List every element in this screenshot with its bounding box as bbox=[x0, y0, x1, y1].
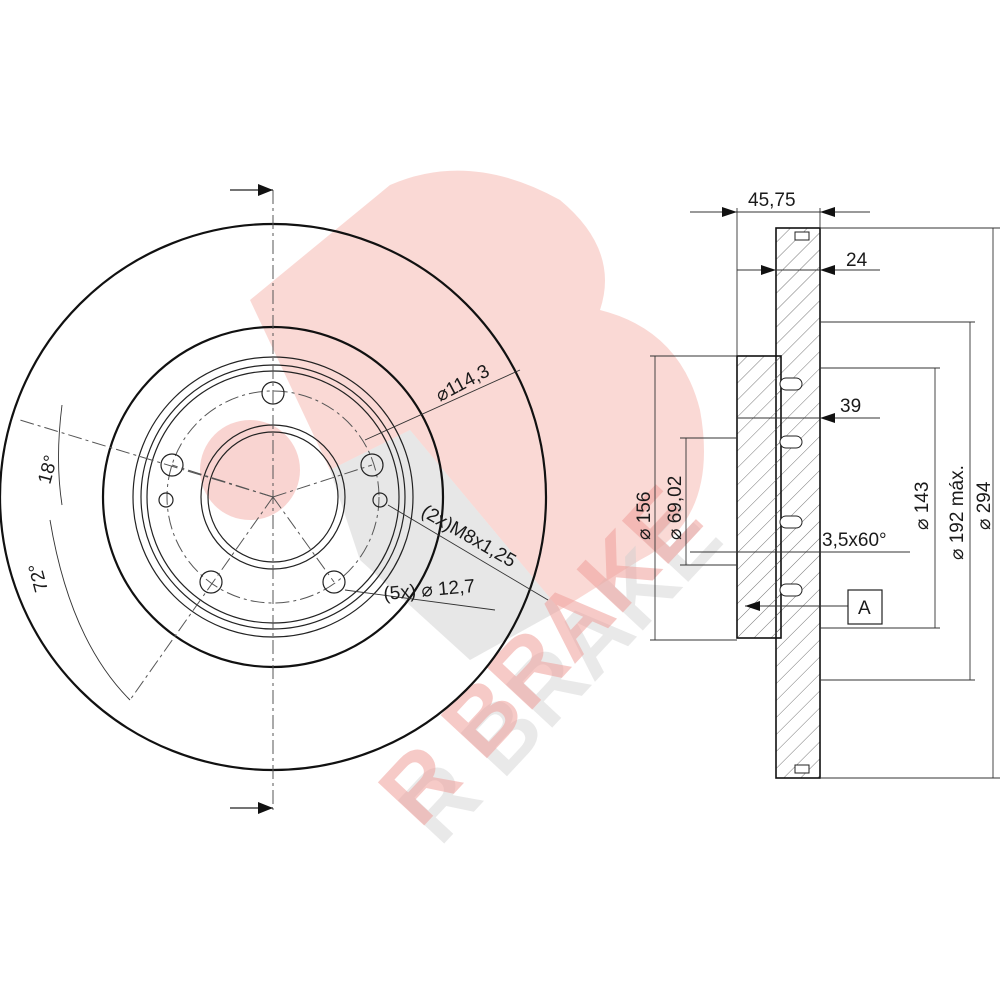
arrow-24-left bbox=[761, 265, 776, 275]
watermark-logo-dot bbox=[200, 420, 300, 520]
arrow-45-75-right bbox=[820, 207, 835, 217]
watermark-logo-shadow bbox=[330, 430, 560, 660]
section-arrowhead-bottom bbox=[258, 802, 273, 814]
vent-slot bbox=[779, 435, 803, 449]
leader-thread bbox=[387, 504, 549, 601]
watermark-logo-shape bbox=[250, 170, 704, 610]
vent-slot bbox=[779, 377, 803, 391]
vent-slot bbox=[779, 583, 803, 597]
angle-arc-18 bbox=[58, 404, 63, 506]
bolt-hole-3 bbox=[322, 570, 346, 594]
arrow-45-75-left bbox=[722, 207, 737, 217]
label-total-height: 45,75 bbox=[748, 190, 796, 211]
radial-line-2 bbox=[272, 464, 373, 498]
friction-ring-section bbox=[775, 227, 821, 779]
hub-bore bbox=[207, 431, 339, 563]
angle-arc-72 bbox=[49, 519, 131, 701]
arrow-39-right bbox=[820, 413, 835, 423]
label-dia-156: ⌀ 156 bbox=[634, 492, 655, 540]
label-dia-143: ⌀ 143 bbox=[912, 482, 933, 530]
label-angle-72: 72° bbox=[25, 561, 53, 594]
label-dia-294: ⌀ 294 bbox=[974, 481, 995, 530]
pcd-circle bbox=[166, 390, 380, 604]
bolt-hole-2 bbox=[360, 453, 384, 477]
label-ref-a: A bbox=[858, 598, 871, 619]
label-dia-69: ⌀ 69,02 bbox=[665, 476, 686, 540]
radial-line-3 bbox=[272, 496, 335, 583]
label-dia-192: ⌀ 192 máx. bbox=[947, 465, 968, 560]
thread-hole-2 bbox=[158, 492, 174, 508]
bolt-hole-4 bbox=[199, 570, 223, 594]
thread-hole-1 bbox=[372, 492, 388, 508]
label-disc-thickness: 24 bbox=[846, 250, 868, 271]
label-chamfer: 3,5x60° bbox=[822, 530, 887, 551]
hat-section bbox=[736, 355, 782, 639]
radial-line-1 bbox=[19, 419, 274, 498]
side-view: 45,75 24 39 3,5x60° A ⌀ 156 ⌀ 69,02 ⌀ 14… bbox=[634, 190, 1000, 779]
bolt-hole-5 bbox=[160, 453, 184, 477]
vent-slot bbox=[794, 231, 810, 241]
radial-line-5 bbox=[171, 464, 274, 498]
leader-bolt bbox=[344, 589, 496, 611]
vent-slots bbox=[779, 231, 810, 774]
watermark: R BRAKE R BRAKE bbox=[200, 170, 740, 862]
arrow-ref-a bbox=[745, 601, 760, 611]
radial-line-4 bbox=[129, 496, 274, 701]
arrow-24-right bbox=[820, 265, 835, 275]
leader-pcd bbox=[364, 369, 521, 441]
vent-slot bbox=[779, 515, 803, 529]
vent-slot bbox=[794, 764, 810, 774]
ref-box-a bbox=[847, 589, 883, 625]
hat-outer-circle bbox=[132, 356, 414, 638]
label-hat-depth: 39 bbox=[840, 396, 861, 417]
section-arrowhead-top bbox=[258, 184, 273, 196]
label-angle-18: 18° bbox=[35, 453, 63, 486]
